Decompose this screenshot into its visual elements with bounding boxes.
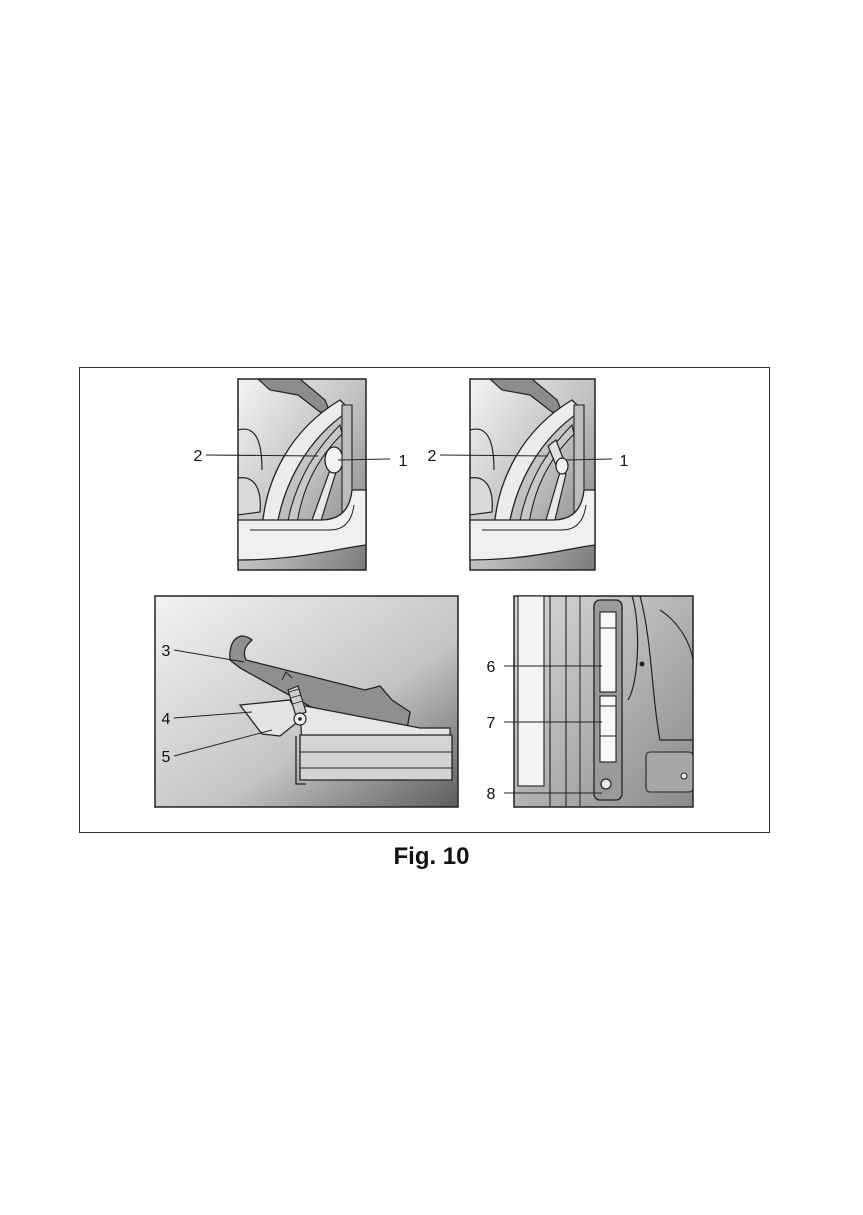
callout-7: 7 — [487, 715, 496, 732]
callout-8: 8 — [487, 786, 496, 803]
panel-bottom-left: 3 4 5 — [155, 596, 458, 807]
callout-5: 5 — [162, 749, 171, 766]
callout-2-top-right: 2 — [428, 448, 437, 465]
callout-6: 6 — [487, 659, 496, 676]
panel-bottom-right: 6 7 8 — [487, 596, 693, 807]
panel-top-left: 2 1 — [194, 379, 408, 570]
callout-1-top-left: 1 — [399, 453, 408, 470]
figure-caption: Fig. 10 — [0, 843, 863, 871]
callout-4: 4 — [162, 711, 171, 728]
callout-1-top-right: 1 — [620, 453, 629, 470]
callout-3: 3 — [162, 643, 171, 660]
panel-top-right: 2 1 — [428, 379, 629, 570]
callout-2-top-left: 2 — [194, 448, 203, 465]
